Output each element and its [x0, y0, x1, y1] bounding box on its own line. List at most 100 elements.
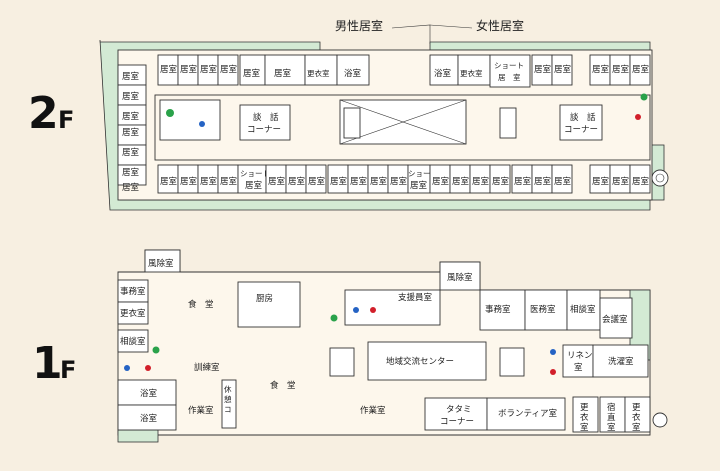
room-2f-b10: 居室: [370, 176, 388, 187]
consult-left: 相談室: [120, 336, 146, 347]
svg-text:居室: 居室: [245, 180, 263, 191]
bath-2: 浴室: [140, 413, 158, 424]
svg-text:室: 室: [607, 422, 616, 433]
legend-male: 男性居室: [335, 18, 383, 33]
tatami-l1: タタミ: [446, 405, 472, 415]
room-2f-b4: 居室: [220, 176, 238, 187]
room-2f-t5: 居室: [243, 68, 261, 79]
office-right: 事務室: [485, 304, 511, 315]
2f-top-row: 居室 居室 居室 居室 居室 居室 更衣室 浴室 浴室 更衣室 ショート 居 室…: [157, 54, 651, 88]
room-2f-b1: 居室: [160, 176, 178, 187]
room-2f-b19: 居室: [592, 176, 610, 187]
stairs-2f-left: [343, 107, 361, 139]
linen-l1: リネン: [567, 351, 593, 361]
laundry-room: 洗濯室: [608, 356, 634, 367]
bath-2f-left: 浴室: [344, 68, 362, 79]
legend-line-female: [429, 24, 473, 29]
room-2f-t3: 居室: [200, 64, 218, 75]
room-2f-b13: 居室: [452, 176, 470, 187]
legend: 男性居室 女性居室: [335, 18, 524, 44]
wind-room-left: 風除室: [148, 258, 174, 269]
balcony-1f-left: [117, 429, 159, 443]
room-2f-b7: 居室: [308, 176, 326, 187]
community-center: 地域交流センター: [386, 356, 454, 367]
room-2f-l3: 居室: [122, 111, 140, 122]
female-toilet-icon: [550, 369, 556, 375]
floor-1-plan: 1 F 風除室 事務室 更衣室 相談室 浴室 浴室 食 堂 厨房 訓練室 休 憩…: [32, 249, 668, 443]
room-2f-l5: 居室: [122, 147, 140, 158]
female-toilet-icon: [370, 307, 376, 313]
room-2f-tr3: 居室: [592, 64, 610, 75]
svg-text:居 室: 居 室: [498, 72, 521, 82]
training-room: 訓練室: [194, 362, 220, 373]
room-2f-b9: 居室: [350, 176, 368, 187]
changing-r1-l1: 更: [580, 403, 589, 413]
accessible-icon: [330, 314, 338, 322]
room-2f-b20: 居室: [612, 176, 630, 187]
dining-mid: 食 堂: [270, 380, 296, 391]
changing-left: 更衣室: [120, 308, 146, 319]
room-2f-l1: 居室: [122, 71, 140, 82]
medical-office: 医務室: [530, 304, 556, 315]
changing-r2-l1: 更: [632, 403, 641, 413]
female-toilet-icon: [145, 365, 151, 371]
changing-2f-right: 更衣室: [460, 68, 483, 78]
male-toilet-icon: [550, 349, 556, 355]
room-2f-tr5: 居室: [632, 64, 650, 75]
room-2f-b21: 居室: [632, 176, 650, 187]
room-2f-b15: 居室: [492, 176, 510, 187]
room-2f-b2: 居室: [180, 176, 198, 187]
svg-text:憩: 憩: [224, 394, 232, 404]
male-toilet-icon: [124, 365, 130, 371]
dining-top: 食 堂: [188, 299, 214, 310]
room-2f-b14: 居室: [472, 176, 490, 187]
wind-room-right: 風除室: [447, 272, 473, 283]
work-room-main: 作業室: [360, 405, 386, 416]
svg-text:衣: 衣: [580, 412, 589, 423]
2f-bottom-row: 居室 居室 居室 居室 ショート 居室 居室 居室 居室 居室 居室 居室 居室…: [157, 164, 651, 194]
lounge-2f-left: [239, 104, 291, 141]
floor-2-plan: 2 F 居室 居室 居室 居室 居室 居室 居室: [28, 39, 669, 211]
floor-1-f: F: [60, 356, 76, 384]
room-2f-t6: 居室: [274, 68, 292, 79]
floor-2-f: F: [58, 106, 74, 134]
volunteer-room: ボランティア室: [498, 408, 557, 419]
room-2f-b5: 居室: [268, 176, 286, 187]
bath-2f-right: 浴室: [434, 68, 452, 79]
lounge-2f-left-l1: 談 話: [253, 112, 279, 123]
floor-1-number: 1: [32, 338, 63, 389]
short-stay-2f-bm: ショート: [408, 169, 438, 178]
lounge-2f-right-l2: コーナー: [564, 125, 598, 135]
room-2f-b17: 居室: [534, 176, 552, 187]
female-toilet-icon: [635, 114, 641, 120]
legend-line-male: [391, 24, 431, 44]
kitchen: 厨房: [256, 293, 273, 304]
accessible-icon: [166, 109, 174, 117]
room-2f-l2: 居室: [122, 91, 140, 102]
meeting-room: 会議室: [602, 314, 628, 325]
stairs-1f-left: [329, 347, 355, 377]
balcony-2f-top-right: [429, 41, 651, 51]
bath-1: 浴室: [140, 388, 158, 399]
svg-text:室: 室: [580, 422, 589, 433]
room-2f-b16: 居室: [514, 176, 532, 187]
2f-left-rooms: 居室 居室 居室 居室 居室 居室 居室: [117, 64, 147, 193]
work-room-left: 作業室: [188, 405, 214, 416]
night-duty-l1: 宿: [607, 402, 616, 413]
tatami-l2: コーナー: [440, 417, 474, 427]
rest-corner: 休: [224, 384, 232, 394]
short-stay-2f-bl: ショート: [240, 169, 270, 178]
accessible-icon: [152, 346, 160, 354]
room-2f-l7: 居室: [122, 182, 140, 193]
room-2f-t1: 居室: [160, 64, 178, 75]
svg-text:室: 室: [632, 422, 641, 433]
changing-2f-left: 更衣室: [307, 68, 330, 78]
male-toilet-icon: [353, 307, 359, 313]
room-2f-tr2: 居室: [554, 64, 572, 75]
spiral-stair-1f: [652, 412, 668, 428]
room-2f-b3: 居室: [200, 176, 218, 187]
stairs-2f-right: [499, 107, 517, 139]
svg-text:コ: コ: [224, 405, 232, 414]
room-2f-b6: 居室: [288, 176, 306, 187]
